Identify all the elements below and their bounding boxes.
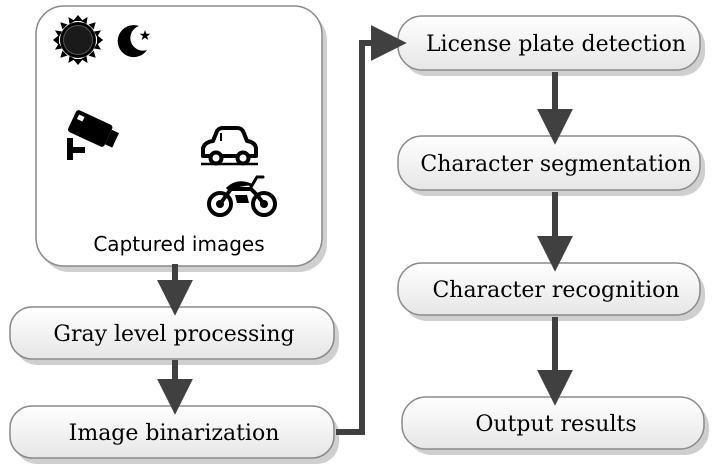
captured-images-box: Captured images	[35, 5, 327, 272]
flow-arrows	[157, 25, 573, 435]
motorcycle-icon	[207, 175, 277, 217]
process-box-gray-level: Gray level processing	[9, 306, 339, 365]
crescent-moon-star-icon	[117, 25, 151, 58]
car-icon	[201, 126, 258, 166]
process-box-output: Output results	[401, 396, 709, 455]
recognition-label: Character recognition	[432, 278, 679, 303]
process-box-binarization: Image binarization	[9, 405, 339, 464]
plate-detection-label: License plate detection	[426, 32, 686, 57]
sun-icon	[53, 15, 103, 65]
captured-images-label: Captured images	[93, 232, 264, 256]
process-box-recognition: Character recognition	[397, 262, 705, 321]
segmentation-label: Character segmentation	[420, 152, 691, 177]
arrow-binarization-to-detection	[336, 25, 407, 435]
surveillance-camera-icon	[67, 110, 119, 160]
process-box-segmentation: Character segmentation	[397, 135, 705, 196]
process-box-plate-detection: License plate detection	[397, 15, 705, 76]
binarization-label: Image binarization	[69, 421, 280, 446]
output-label: Output results	[475, 412, 636, 437]
gray-level-label: Gray level processing	[53, 322, 294, 347]
